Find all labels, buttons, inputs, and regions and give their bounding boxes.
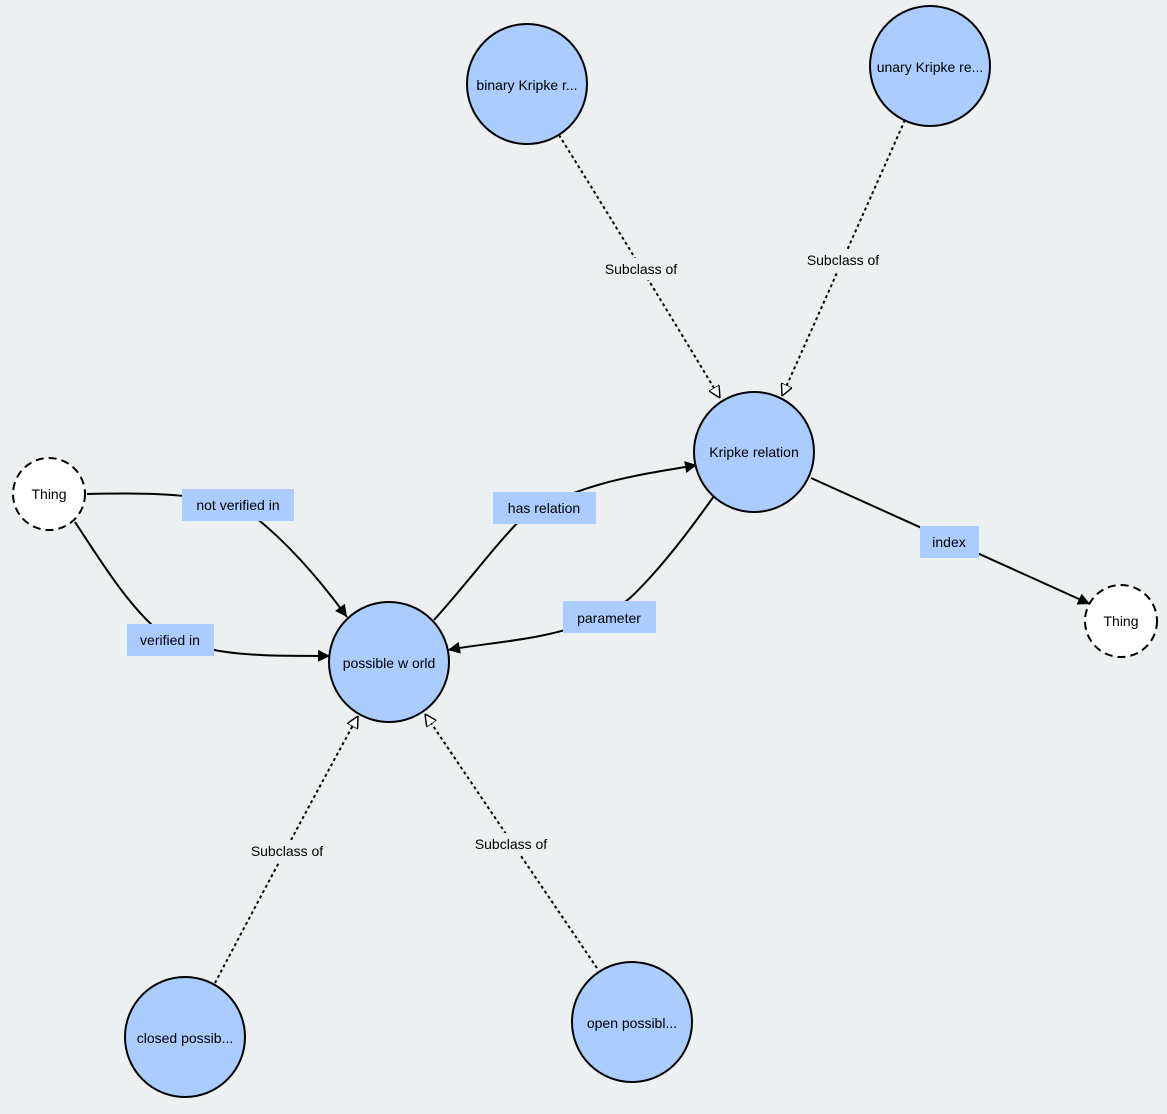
node-label: Kripke relation <box>709 444 799 460</box>
node-thing-left[interactable]: Thing <box>12 457 86 531</box>
node-thing-right[interactable]: Thing <box>1084 584 1158 658</box>
subclass-label-open: Subclass of <box>475 836 547 852</box>
edge-sub-unary[interactable] <box>782 119 906 396</box>
node-label: unary Kripke re... <box>877 59 984 75</box>
subclass-labels: Subclass of Subclass of Subclass of Subc… <box>241 249 889 862</box>
edge-has-relation[interactable] <box>433 461 698 621</box>
node-label: Thing <box>31 486 66 502</box>
nodes-layer: binary Kripke r... unary Kripke re... Kr… <box>12 5 1158 1098</box>
property-label-text: not verified in <box>196 497 279 513</box>
property-label-text: has relation <box>508 500 580 516</box>
edge-sub-open[interactable] <box>425 714 598 969</box>
property-verified-in[interactable]: verified in <box>127 624 214 656</box>
property-label-text: parameter <box>577 610 641 626</box>
node-kripke-relation[interactable]: Kripke relation <box>693 391 815 513</box>
property-label-box <box>920 526 979 558</box>
node-label: binary Kripke r... <box>476 77 577 93</box>
node-closed-possible-world[interactable]: closed possib... <box>124 976 246 1098</box>
property-label-box <box>493 492 596 524</box>
property-parameter[interactable]: parameter <box>563 601 656 633</box>
property-label-text: index <box>932 534 965 550</box>
subclass-label-bg <box>241 840 333 862</box>
node-binary-kripke-relation[interactable]: binary Kripke r... <box>466 23 588 145</box>
property-label-box <box>127 624 214 656</box>
node-unary-kripke-relation[interactable]: unary Kripke re... <box>869 5 991 127</box>
property-label-text: verified in <box>140 632 200 648</box>
subclass-label-binary: Subclass of <box>605 261 677 277</box>
subclass-label-unary: Subclass of <box>807 252 879 268</box>
subclass-label-bg <box>797 249 889 271</box>
subclass-label-closed: Subclass of <box>251 843 323 859</box>
property-label-box <box>182 489 294 521</box>
node-label: open possibl... <box>587 1015 677 1031</box>
node-open-possible-world[interactable]: open possibl... <box>571 961 693 1083</box>
property-has-relation[interactable]: has relation <box>493 492 596 524</box>
property-index[interactable]: index <box>920 526 979 558</box>
subclass-label-bg <box>595 258 687 280</box>
property-label-box <box>563 601 656 633</box>
node-label: possible w orld <box>343 655 436 671</box>
node-label: Thing <box>1103 613 1138 629</box>
node-label: closed possib... <box>137 1030 234 1046</box>
property-not-verified-in[interactable]: not verified in <box>182 489 294 521</box>
node-possible-world[interactable]: possible w orld <box>328 601 450 723</box>
property-labels: not verified in verified in has relation… <box>127 489 979 656</box>
subclass-label-bg <box>465 833 557 855</box>
